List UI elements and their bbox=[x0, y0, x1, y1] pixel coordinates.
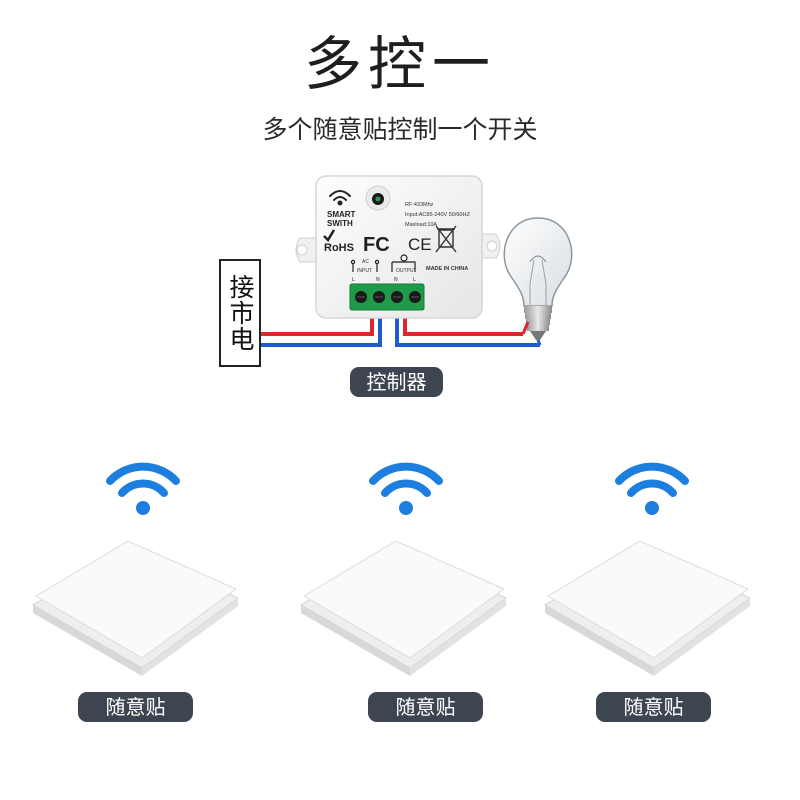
spec-input: Input:AC85-240V 50/60HZ bbox=[405, 212, 470, 218]
ce-mark: CE bbox=[408, 235, 432, 254]
switch-label-2: 随意贴 bbox=[368, 692, 483, 722]
spec-rf: RF:433Mhz bbox=[405, 202, 434, 208]
page-subtitle: 多个随意贴控制一个开关 bbox=[262, 115, 538, 144]
switch-label-1: 随意贴 bbox=[78, 692, 193, 722]
wireless-signal-icon-3 bbox=[615, 462, 689, 515]
spec-maxload: Maxload:10A bbox=[405, 222, 437, 228]
weee-bin-icon bbox=[435, 225, 457, 253]
wall-switch-panel-2 bbox=[300, 540, 507, 676]
wireless-signal-icon-2 bbox=[369, 462, 443, 515]
ac-label: AC bbox=[362, 259, 369, 265]
wire-neutral-in bbox=[261, 308, 382, 347]
output-label: OUTPUT bbox=[396, 268, 417, 274]
wall-switch-panel-3 bbox=[544, 540, 751, 676]
fcc-mark: FC bbox=[363, 234, 390, 256]
mains-power-label: 接市电 bbox=[226, 274, 255, 352]
terminal-l-in: L bbox=[352, 277, 355, 283]
made-in-label: MADE IN CHINA bbox=[426, 266, 468, 272]
controller-brand-line2: SWITH bbox=[327, 219, 353, 228]
terminal-block bbox=[349, 283, 425, 311]
controller-label: 控制器 bbox=[350, 367, 443, 397]
check-icon bbox=[323, 229, 336, 243]
terminal-n-out: N bbox=[394, 277, 398, 283]
input-label: INPUT bbox=[357, 268, 372, 274]
rohs-mark: RoHS bbox=[324, 242, 354, 254]
switch-label-3: 随意贴 bbox=[596, 692, 711, 722]
wire-neutral-out bbox=[395, 308, 540, 347]
controller-wifi-icon bbox=[329, 190, 351, 206]
wall-switch-panel-1 bbox=[32, 540, 239, 676]
wireless-signal-icon-1 bbox=[106, 462, 180, 515]
mains-power-box: 接市电 bbox=[219, 259, 261, 367]
controller-box bbox=[295, 175, 501, 319]
page-title: 多控一 bbox=[303, 30, 496, 98]
light-bulb-icon bbox=[503, 217, 573, 346]
terminal-l-out: L bbox=[413, 277, 416, 283]
controller-brand-line1: SMART bbox=[327, 210, 356, 219]
terminal-n-in: N bbox=[376, 277, 380, 283]
